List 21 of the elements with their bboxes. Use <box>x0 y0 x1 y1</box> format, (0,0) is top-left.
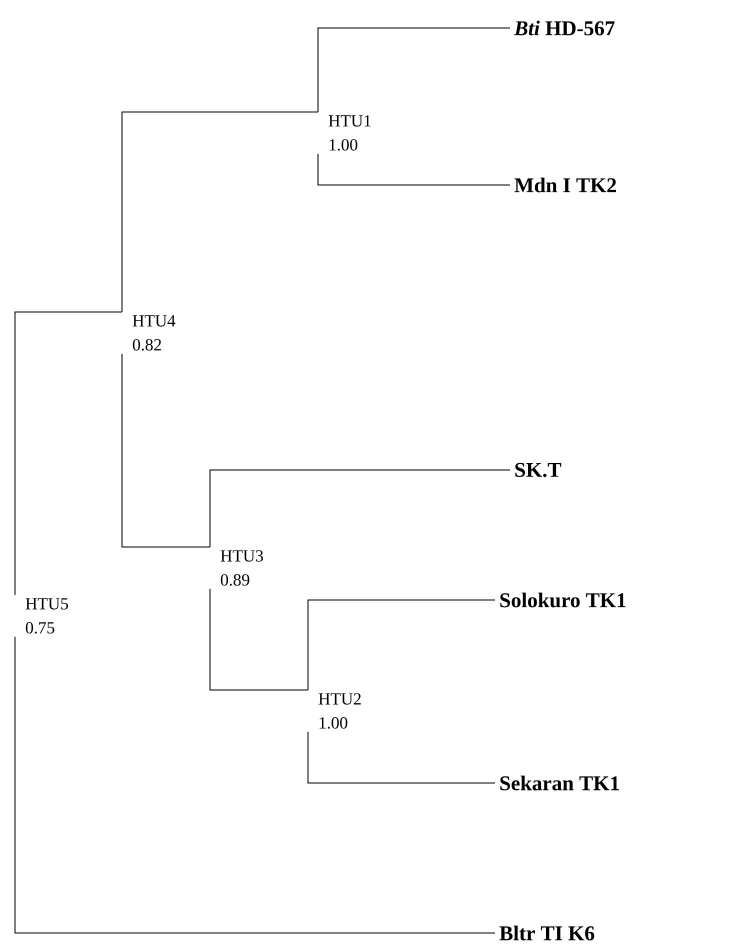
tree-branch <box>318 28 510 112</box>
tree-branch <box>210 588 308 690</box>
node-label: HTU5 0.75 <box>26 598 68 634</box>
leaf-label: Bltr TI K6 <box>500 926 594 940</box>
leaf-label: Solokuro TK1 <box>500 592 626 608</box>
tree-branch <box>14 312 122 596</box>
node-label: HTU1 1.00 <box>328 115 371 151</box>
tree-branch <box>122 112 318 312</box>
leaf-label: Mdn I TK2 <box>514 178 616 192</box>
tree-branch <box>308 731 496 784</box>
leaf-label: SK.T <box>515 462 562 478</box>
node-label: HTU3 0.89 <box>220 550 263 586</box>
tree-branch <box>210 470 510 548</box>
leaf-label: Sekaran TK1 <box>500 776 619 790</box>
tree-branch <box>14 636 496 934</box>
tree-branch <box>318 153 510 186</box>
tree-branch <box>308 600 496 690</box>
tree-branch <box>122 353 210 548</box>
node-label: HTU2 1.00 <box>318 693 361 729</box>
node-label: HTU4 0.82 <box>132 315 176 351</box>
leaf-label: Bti HD-567 <box>514 20 615 36</box>
